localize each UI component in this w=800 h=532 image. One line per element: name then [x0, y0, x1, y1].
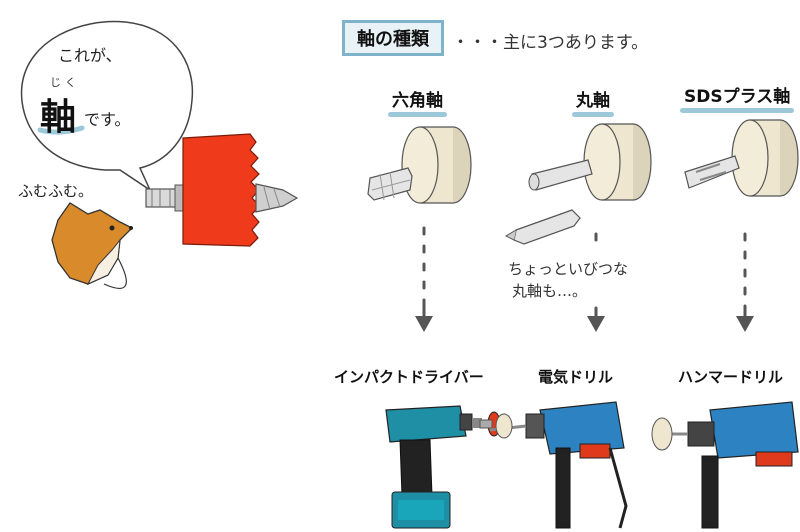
- label-hex-shank: 六角軸: [388, 86, 447, 117]
- shank-diagrams: [367, 119, 799, 332]
- irregular-round-shank: [504, 209, 581, 245]
- label-round-shank: 丸軸: [572, 86, 614, 117]
- hex-shank-felt: [367, 126, 472, 204]
- tool-label-impact: インパクトドライバー: [334, 368, 484, 386]
- note-irregular: ちょっといびつな 丸軸も…。: [508, 260, 629, 300]
- speech-bubble: [20, 20, 194, 193]
- section-title: 軸の種類: [342, 20, 444, 56]
- label-sds-shank: SDSプラス軸: [680, 82, 795, 113]
- hammer-drill: [651, 401, 799, 529]
- tool-label-hammer: ハンマードリル: [678, 368, 784, 386]
- tool-label-drill: 電気ドリル: [538, 368, 614, 386]
- fox-caption: ふむふむ。: [18, 182, 94, 200]
- bubble-line1: これが、: [58, 46, 122, 65]
- dashed-arrow-hex: [415, 226, 433, 332]
- bubble-suffix: です。: [84, 110, 131, 129]
- left-illustration: [20, 20, 299, 289]
- fox-illustration: [51, 202, 134, 289]
- sds-shank-felt: [684, 119, 799, 197]
- dashed-arrow-sds: [736, 232, 754, 332]
- hole-saw-cup: [182, 133, 261, 247]
- dashed-arrow-round: [587, 232, 605, 332]
- power-tools: [385, 401, 799, 529]
- round-shank-felt: [528, 123, 652, 201]
- section-subtitle: ・・・主に3つあります。: [452, 33, 649, 53]
- bubble-ruby: じく: [50, 76, 80, 89]
- electric-drill: [489, 401, 628, 529]
- arbor-shank: [145, 184, 189, 212]
- impact-driver: [385, 405, 510, 529]
- bubble-kanji: 軸: [40, 97, 77, 138]
